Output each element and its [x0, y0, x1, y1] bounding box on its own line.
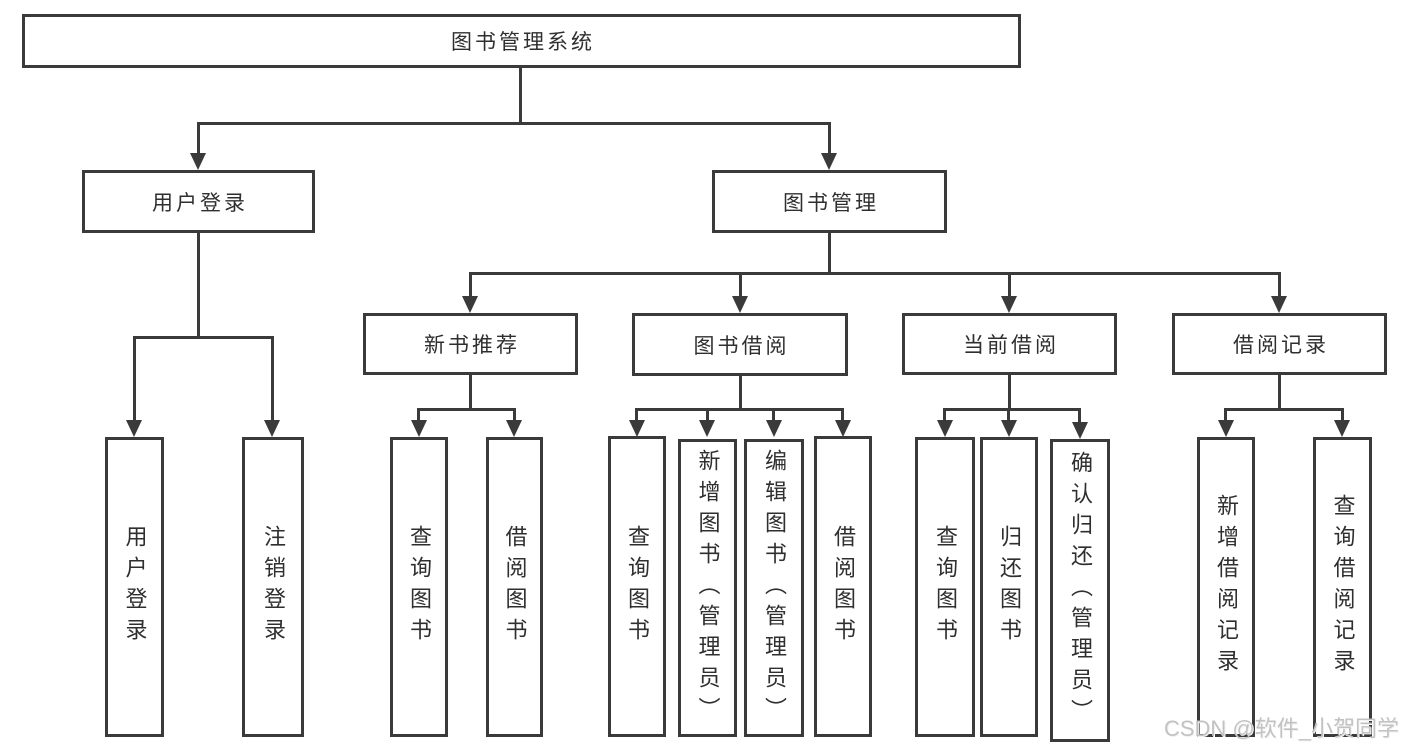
connector-book-mgmt-stub: [828, 233, 831, 272]
connector-to-borrow-records: [1278, 272, 1281, 298]
leaf-borrow-book: 借阅图书: [814, 436, 872, 737]
arrowhead-to-borrow-records: [1271, 296, 1287, 313]
arrowhead-leaf: [1072, 422, 1088, 439]
leaf-borrow-book: 借阅图书: [486, 437, 543, 737]
connector-to-current-borrow: [1008, 272, 1011, 298]
node-book-mgmt: 图书管理: [712, 170, 947, 233]
connector-current-borrow-rail: [944, 408, 1081, 411]
connector-to-book-borrow: [739, 272, 742, 298]
connector-to-book-mgmt: [828, 122, 831, 154]
arrowhead-leaf: [1218, 420, 1234, 437]
leaf-logout: 注销登录: [242, 437, 304, 737]
arrowhead-leaf: [1334, 420, 1350, 437]
arrowhead-leaf: [506, 420, 522, 437]
connector-leaf: [943, 408, 946, 422]
arrowhead-to-user-login: [190, 153, 206, 170]
connector-user-login-rail: [133, 336, 274, 339]
leaf-edit-book-admin: 编辑图书（管理员）: [744, 439, 804, 737]
arrowhead-to-book-mgmt: [821, 153, 837, 170]
watermark: CSDN @软件_小贺同学: [1163, 716, 1399, 741]
arrowhead-leaf: [835, 420, 851, 437]
connector-to-new-book-rec: [469, 272, 472, 298]
arrowhead-to-leaf-user-login: [126, 420, 142, 437]
arrowhead-to-leaf-logout: [264, 420, 280, 437]
leaf-add-book-admin: 新增图书（管理员）: [678, 439, 737, 737]
connector-leaf: [1341, 408, 1344, 422]
leaf-confirm-return-admin: 确认归还（管理员）: [1050, 439, 1110, 742]
connector-leaf: [706, 408, 709, 422]
node-new-book-rec: 新书推荐: [363, 313, 578, 375]
connector-to-leaf-user-login: [133, 336, 136, 421]
connector-book-borrow-rail: [636, 408, 844, 411]
node-borrow-records: 借阅记录: [1172, 313, 1387, 375]
connector-borrow-records-rail: [1225, 408, 1344, 411]
arrowhead-to-new-book-rec: [462, 296, 478, 313]
leaf-query-book: 查询图书: [915, 437, 975, 737]
node-current-borrow: 当前借阅: [902, 313, 1117, 375]
connector-leaf: [635, 408, 638, 422]
leaf-return-book: 归还图书: [980, 437, 1038, 737]
connector-current-borrow-stub: [1008, 375, 1011, 408]
connector-root-stub: [519, 68, 522, 122]
leaf-add-borrow-record: 新增借阅记录: [1197, 437, 1255, 737]
connector-book-borrow-stub: [739, 375, 742, 408]
connector-leaf: [1078, 408, 1081, 422]
connector-user-login-stub: [197, 233, 200, 336]
connector-new-book-rec-stub: [469, 375, 472, 408]
connector-level3-rail: [469, 272, 1281, 275]
connector-leaf: [417, 408, 420, 422]
node-root: 图书管理系统: [22, 14, 1021, 68]
connector-new-book-rec-rail: [418, 408, 515, 411]
connector-leaf: [1224, 408, 1227, 422]
arrowhead-leaf: [1001, 420, 1017, 437]
node-user-login: 用户登录: [82, 170, 315, 233]
connector-level2-rail: [197, 122, 831, 125]
connector-to-leaf-logout: [271, 336, 274, 421]
connector-leaf: [1007, 408, 1010, 422]
arrowhead-leaf: [411, 420, 427, 437]
connector-leaf: [841, 408, 844, 422]
arrowhead-leaf: [766, 420, 782, 437]
connector-leaf: [772, 408, 775, 422]
arrowhead-to-book-borrow: [732, 296, 748, 313]
arrowhead-leaf: [937, 420, 953, 437]
arrowhead-to-current-borrow: [1001, 296, 1017, 313]
leaf-query-book: 查询图书: [390, 437, 448, 737]
leaf-user-login: 用户登录: [105, 437, 164, 737]
leaf-query-book: 查询图书: [608, 436, 666, 737]
leaf-query-borrow-record: 查询借阅记录: [1313, 437, 1372, 737]
connector-leaf: [513, 408, 516, 422]
connector-borrow-records-stub: [1278, 375, 1281, 408]
arrowhead-leaf: [699, 420, 715, 437]
connector-to-user-login: [197, 122, 200, 154]
node-book-borrow: 图书借阅: [632, 313, 848, 376]
arrowhead-leaf: [629, 420, 645, 437]
